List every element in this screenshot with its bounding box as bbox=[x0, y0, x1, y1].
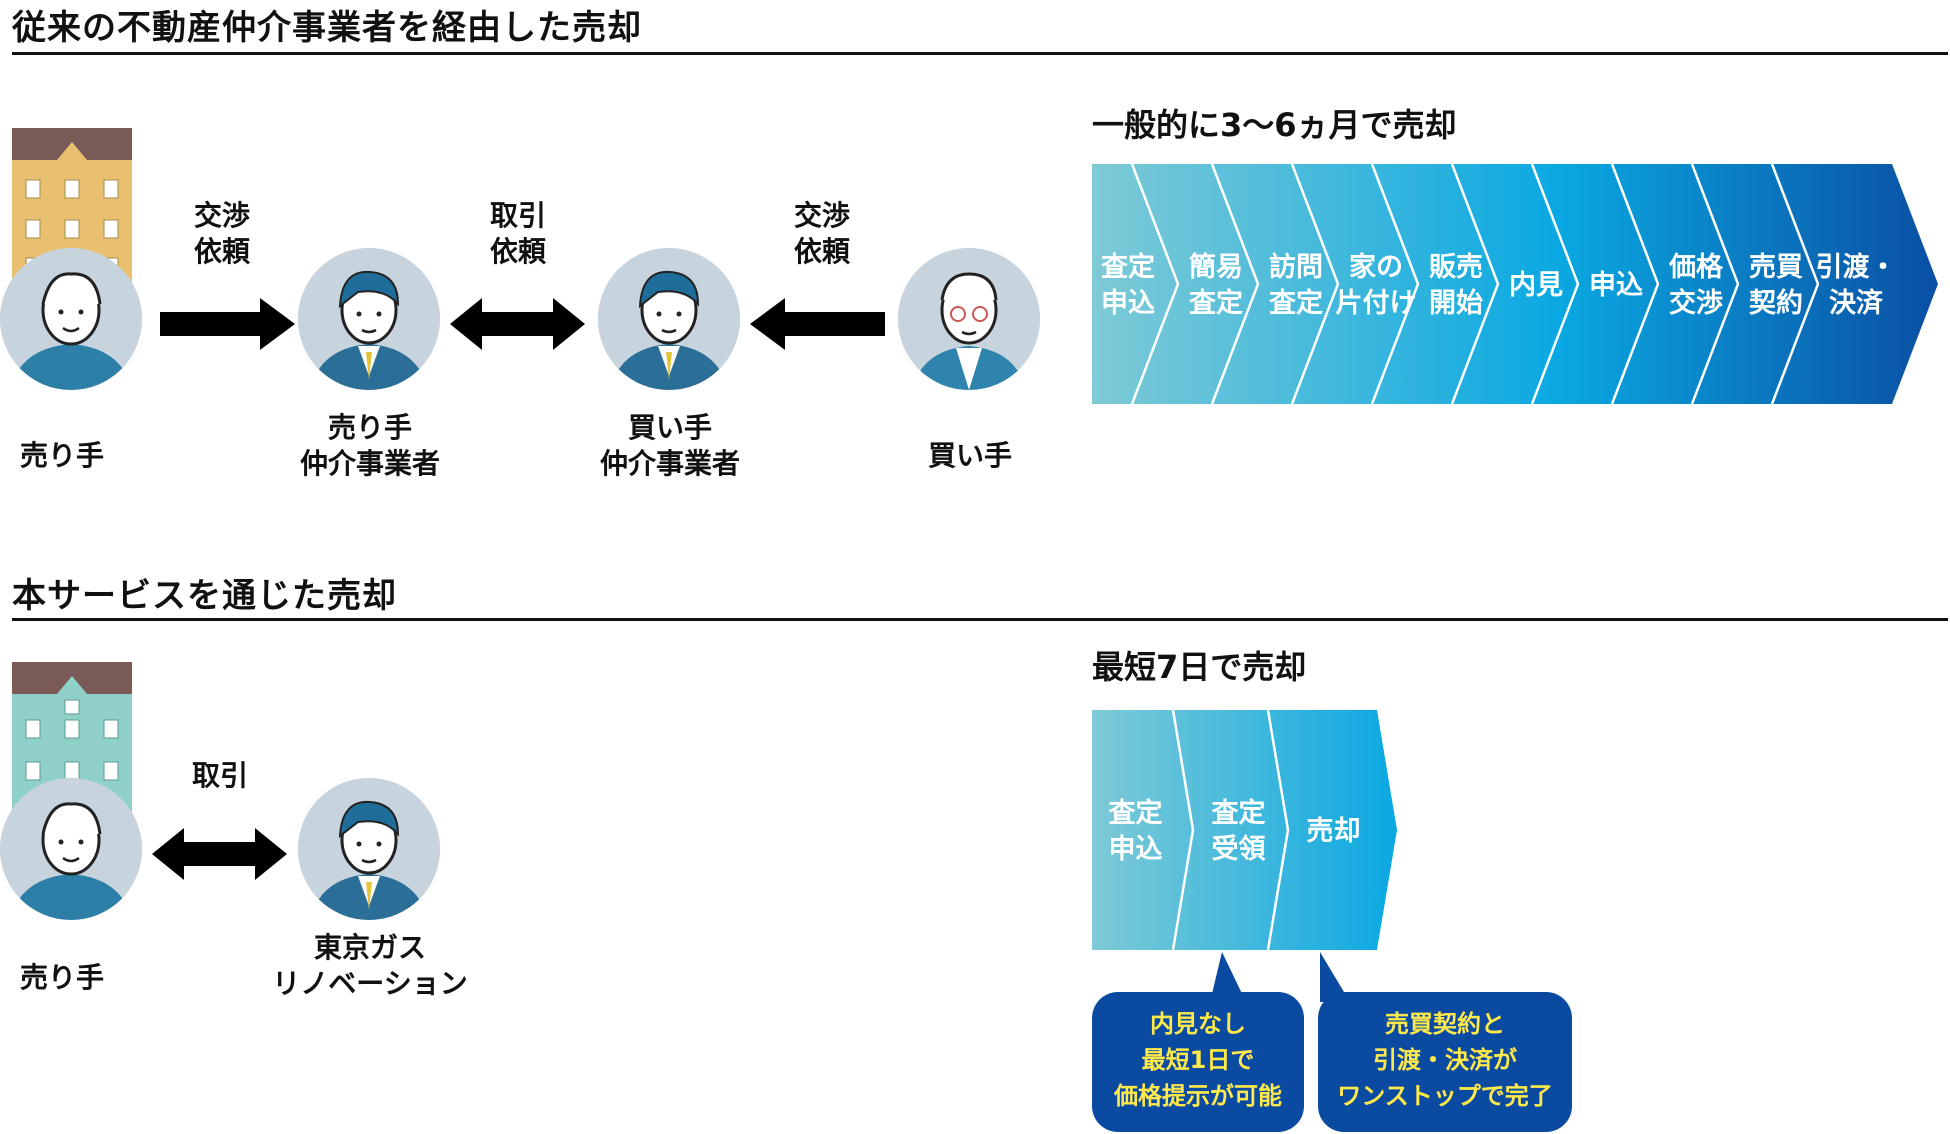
bubble-line: 価格提示が可能 bbox=[1114, 1082, 1282, 1110]
tokyo-gas-renovation-avatar bbox=[298, 778, 440, 920]
process-step-label: 片付け bbox=[1336, 288, 1417, 319]
node-label-tokyo-gas: 東京ガス リノベーション bbox=[260, 930, 480, 1003]
label-line-1: 売り手 bbox=[327, 411, 412, 444]
process-step-label: 査定 bbox=[1101, 251, 1155, 283]
process-step-label: 査定 bbox=[1269, 287, 1323, 319]
arrow-label-2: 取引 依頼 bbox=[468, 198, 568, 271]
process-step-label: 訪問 bbox=[1269, 251, 1323, 283]
process-step-label: 申込 bbox=[1589, 270, 1643, 301]
process-step-label: 引渡・ bbox=[1816, 251, 1897, 283]
process-step-label: 査定 bbox=[1189, 287, 1243, 319]
seller-avatar bbox=[0, 778, 142, 920]
node-label-buyer: 買い手 bbox=[900, 438, 1040, 474]
arrow-label-line: 交渉 bbox=[793, 199, 850, 232]
double-arrow-icon bbox=[450, 298, 585, 350]
callout-bubble-no-viewing: 内見なし 最短1日で 価格提示が可能 bbox=[1092, 992, 1304, 1132]
buyer-avatar bbox=[898, 248, 1040, 390]
process-step-divider bbox=[1530, 164, 1580, 404]
process-step-label: 価格 bbox=[1668, 252, 1724, 283]
process-step-label: 売買 bbox=[1749, 252, 1803, 283]
process-step-label: 開始 bbox=[1429, 287, 1483, 319]
process-step-label: 申込 bbox=[1101, 288, 1155, 319]
arrow-label-line: 取引 bbox=[489, 199, 546, 232]
section-divider bbox=[12, 618, 1948, 621]
process-step-label: 受領 bbox=[1212, 833, 1266, 865]
process-step-label: 販売 bbox=[1429, 252, 1483, 283]
node-label-seller-agent: 売り手 仲介事業者 bbox=[280, 410, 460, 483]
process-step-label: 契約 bbox=[1749, 287, 1803, 319]
process-step-label: 査定 bbox=[1109, 797, 1163, 829]
arrow-label-line: 依頼 bbox=[489, 235, 546, 269]
process-step-label: 売却 bbox=[1307, 816, 1361, 847]
arrow-label-line: 取引 bbox=[191, 759, 248, 792]
flow-title-service: 最短7日で売却 bbox=[1092, 648, 1307, 686]
bubble-pointers bbox=[1210, 952, 1350, 1002]
section-title-service: 本サービスを通じた売却 bbox=[12, 576, 397, 616]
arrow-label-line: 依頼 bbox=[793, 235, 850, 269]
callout-bubble-one-stop: 売買契約と 引渡・決済が ワンストップで完了 bbox=[1318, 992, 1572, 1132]
label-line-2: 仲介事業者 bbox=[299, 447, 440, 481]
node-label-seller: 売り手 bbox=[0, 438, 150, 474]
label-line-1: 買い手 bbox=[927, 439, 1012, 472]
process-flow-traditional: 査定申込簡易査定訪問査定家の片付け販売開始内見申込価格交渉売買契約引渡・決済 bbox=[1092, 164, 1938, 404]
process-step-divider bbox=[1210, 164, 1260, 404]
process-step-label: 交渉 bbox=[1669, 287, 1723, 319]
process-step-label: 査定 bbox=[1212, 797, 1266, 829]
process-step-divider bbox=[1690, 164, 1740, 404]
bubble-line: ワンストップで完了 bbox=[1337, 1082, 1553, 1110]
flow-title-traditional: 一般的に3〜6ヵ月で売却 bbox=[1092, 106, 1457, 144]
double-arrow-icon bbox=[152, 828, 287, 880]
process-step-divider bbox=[1130, 164, 1180, 404]
label-line-1: 売り手 bbox=[20, 961, 105, 994]
section-divider bbox=[12, 52, 1948, 55]
process-step-label: 簡易 bbox=[1189, 251, 1243, 283]
buyer-agent-avatar bbox=[598, 248, 740, 390]
bubble-line: 最短1日で bbox=[1141, 1046, 1255, 1074]
process-step-divider bbox=[1770, 164, 1820, 404]
label-line-1: 売り手 bbox=[20, 439, 105, 472]
process-step-label: 家の bbox=[1349, 251, 1403, 283]
seller-agent-avatar bbox=[298, 248, 440, 390]
process-step-divider bbox=[1266, 710, 1290, 950]
arrow-left-icon bbox=[750, 298, 885, 350]
label-line-1: 東京ガス bbox=[313, 931, 426, 964]
process-step-divider bbox=[1171, 710, 1195, 950]
arrow-right-icon bbox=[160, 298, 295, 350]
bubble-line: 内見なし bbox=[1150, 1010, 1246, 1038]
bubble-line: 売買契約と bbox=[1385, 1010, 1505, 1038]
process-step-divider bbox=[1450, 164, 1500, 404]
process-step-divider bbox=[1610, 164, 1660, 404]
process-step-label: 申込 bbox=[1109, 834, 1163, 865]
node-label-seller-service: 売り手 bbox=[0, 960, 150, 996]
process-step-divider bbox=[1370, 164, 1420, 404]
seller-avatar bbox=[0, 248, 142, 390]
process-step-label: 決済 bbox=[1829, 287, 1884, 319]
process-step-divider bbox=[1290, 164, 1340, 404]
label-line-2: 仲介事業者 bbox=[599, 447, 740, 481]
arrow-label-1: 交渉 依頼 bbox=[172, 198, 272, 271]
process-flow-band bbox=[1092, 710, 1397, 950]
section-title-traditional: 従来の不動産仲介事業者を経由した売却 bbox=[12, 8, 642, 48]
arrow-label-line: 依頼 bbox=[193, 235, 250, 269]
process-step-label: 内見 bbox=[1509, 270, 1563, 301]
arrow-label-3: 交渉 依頼 bbox=[772, 198, 872, 271]
arrow-label-line: 交渉 bbox=[193, 199, 250, 232]
node-label-buyer-agent: 買い手 仲介事業者 bbox=[580, 410, 760, 483]
label-line-1: 買い手 bbox=[627, 411, 712, 444]
bubble-line: 引渡・決済が bbox=[1373, 1046, 1517, 1074]
label-line-2: リノベーション bbox=[272, 967, 468, 1001]
process-flow-band bbox=[1092, 164, 1938, 404]
arrow-label-service: 取引 bbox=[170, 758, 270, 794]
